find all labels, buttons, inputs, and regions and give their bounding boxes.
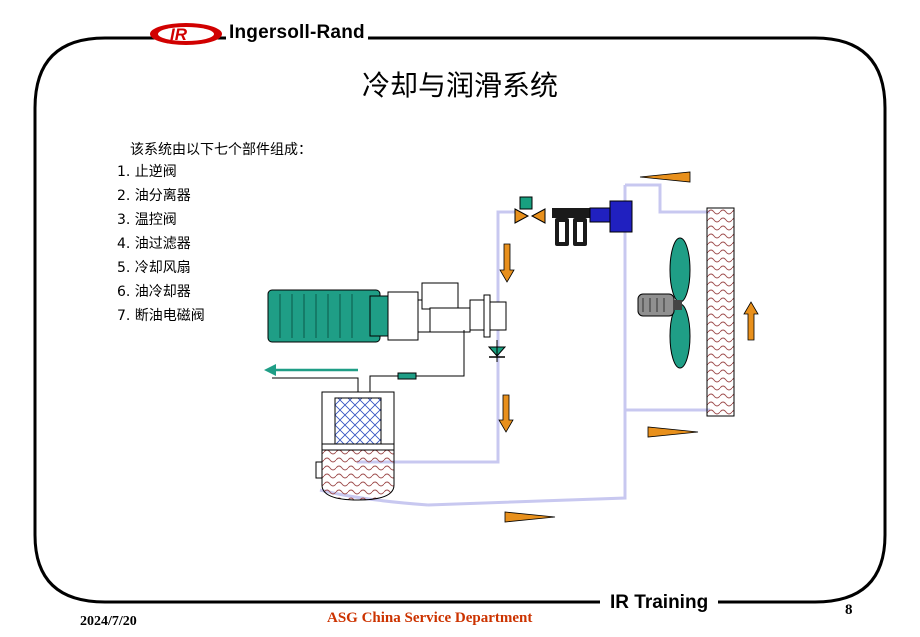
arrow-down-upper [499,243,515,283]
footer-training: IR Training [600,592,719,614]
svg-text:IR: IR [170,25,188,44]
list-item: 7. 断油电磁阀 [117,308,205,324]
intro-text: 该系统由以下七个部件组成： [130,142,312,158]
list-item: 4. 油过滤器 [117,236,191,252]
oil-stop-solenoid-valve [589,200,633,233]
list-item: 5. 冷却风扇 [117,260,191,276]
list-item: 1. 止逆阀 [117,164,177,180]
arrow-left-top [639,171,691,183]
footer-date: 2024/7/20 [80,614,137,629]
arrow-down-lower [498,394,514,433]
flow-arrows [498,171,759,523]
list-item: 2. 油分离器 [117,188,191,204]
arrow-right-mid [647,426,699,438]
component-list: 1. 止逆阀 2. 油分离器 3. 温控阀 4. 油过滤器 5. 冷却风扇 6.… [117,160,205,328]
compressor-airend [387,282,507,341]
air-outlet-arrow [264,364,358,376]
brand-name: Ingersoll-Rand [226,22,368,44]
oil-cooler [706,207,735,417]
ir-logo-icon: IR [150,23,222,45]
oil-filter [552,208,590,246]
list-item: 3. 温控阀 [117,212,177,228]
arrow-up [743,301,759,341]
check-valve [487,340,507,362]
cooling-fan [637,237,691,369]
motor [267,289,391,343]
list-item: 6. 油冷却器 [117,284,191,300]
arrow-right-bottom [504,511,556,523]
slide-title: 冷却与润滑系统 [361,69,558,102]
oil-separator-tank [272,330,465,501]
thermostatic-valve [514,196,546,224]
page-number: 8 [845,602,853,618]
footer-department: ASG China Service Department [327,610,533,626]
